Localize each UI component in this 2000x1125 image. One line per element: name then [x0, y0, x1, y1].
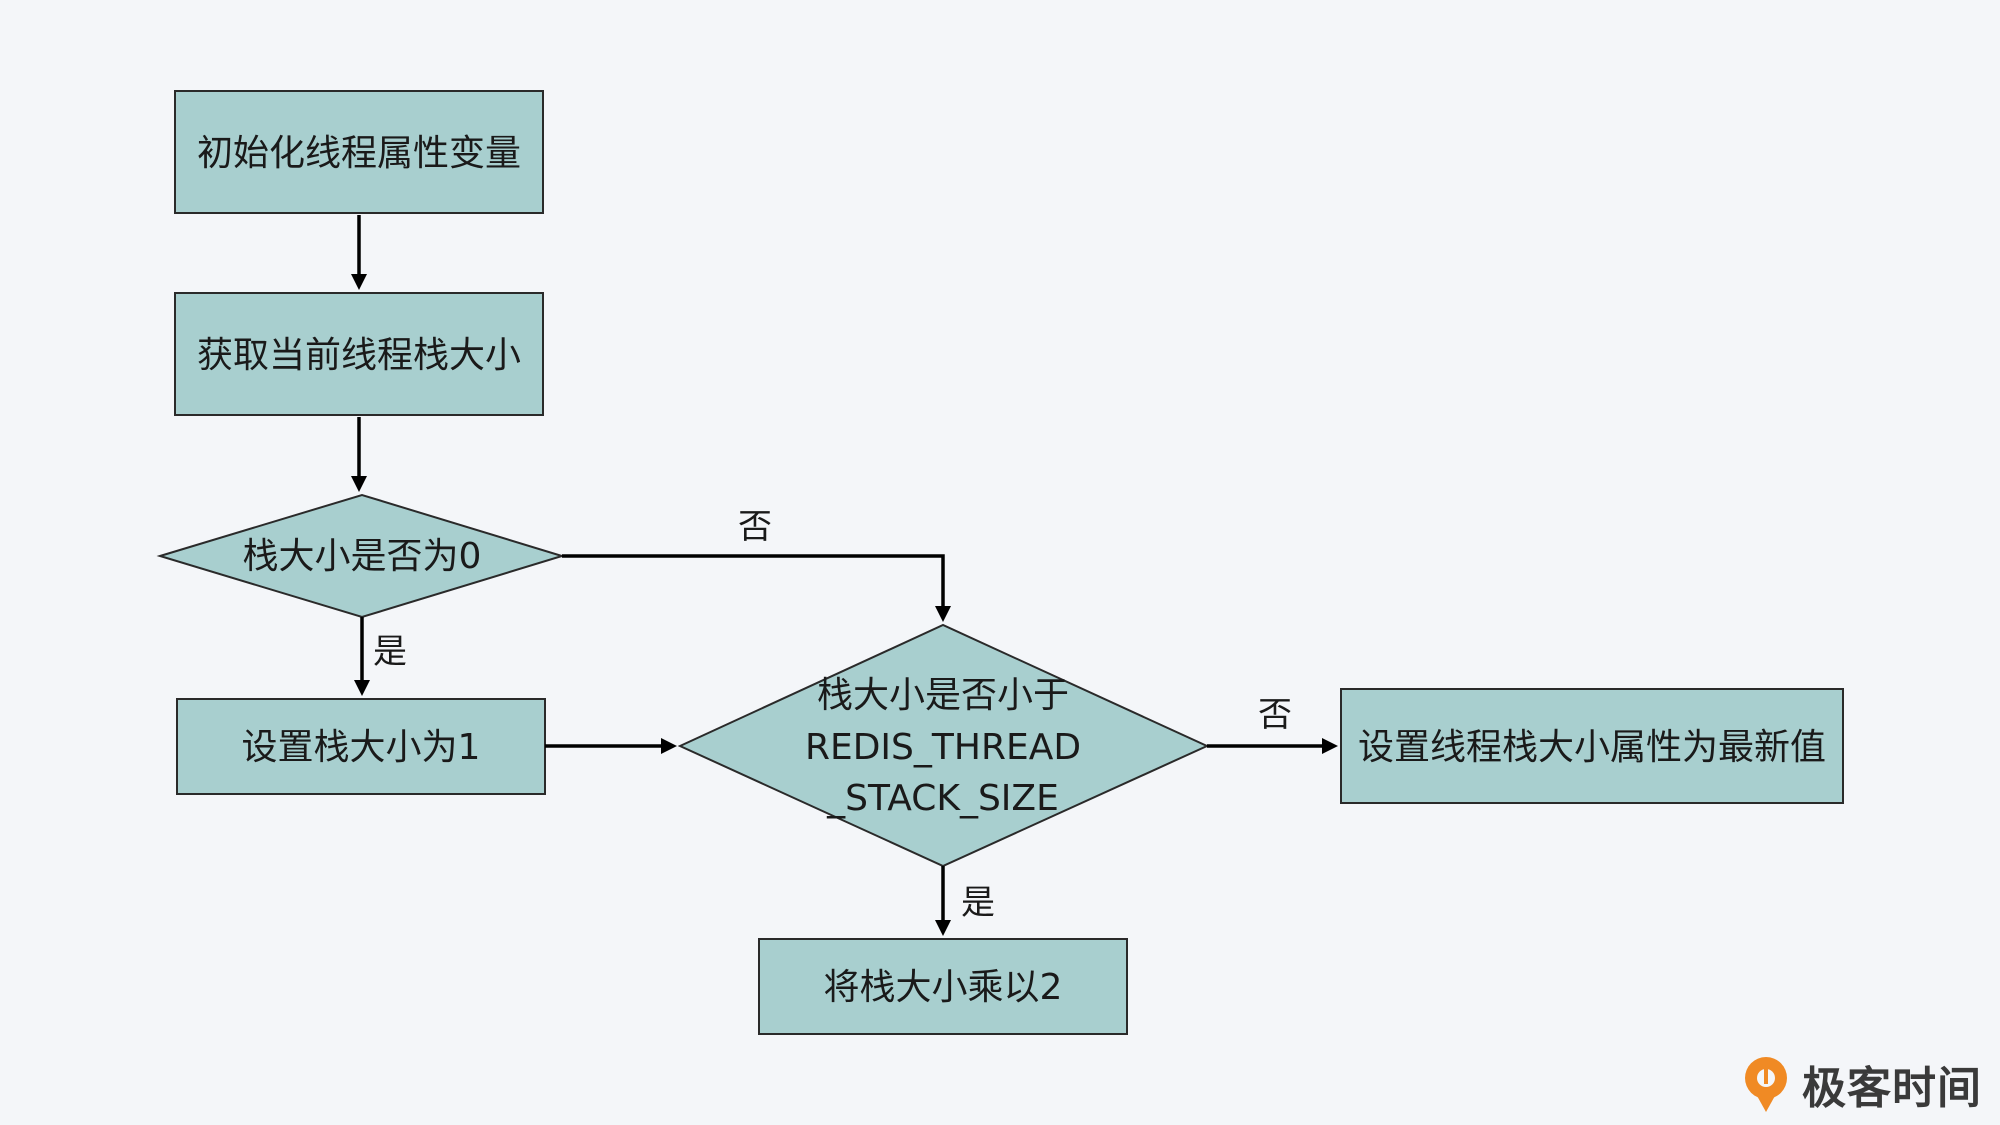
node-init-attr-label: 初始化线程属性变量 — [197, 133, 521, 174]
node-get-stack-label: 获取当前线程栈大小 — [197, 335, 521, 376]
decision-compare: 栈大小是否小于 REDIS_THREAD _STACK_SIZE — [677, 623, 1210, 868]
edge-compare-no: 否 — [1207, 695, 1338, 754]
decision-is-zero-label: 栈大小是否为0 — [243, 536, 482, 577]
brand-name: 极客时间 — [1802, 1063, 1982, 1114]
decision-compare-line1: 栈大小是否小于 — [817, 675, 1069, 716]
brand-logo: 极客时间 — [1742, 1052, 1982, 1116]
edge-get-to-zero — [351, 417, 367, 492]
edge-compare-no-label: 否 — [1258, 695, 1292, 735]
node-double-label: 将栈大小乘以2 — [824, 967, 1063, 1008]
geektime-logo-icon — [1745, 1057, 1787, 1112]
node-set-attr-label: 设置线程栈大小属性为最新值 — [1358, 727, 1826, 768]
decision-is-zero: 栈大小是否为0 — [156, 493, 566, 619]
node-double: 将栈大小乘以2 — [758, 938, 1128, 1035]
node-set-one-label: 设置栈大小为1 — [242, 727, 481, 768]
edge-compare-yes-label: 是 — [961, 883, 995, 923]
edge-zero-yes-label: 是 — [373, 632, 407, 672]
edge-zero-yes: 是 — [354, 617, 407, 696]
node-set-one: 设置栈大小为1 — [176, 698, 546, 795]
node-init-attr: 初始化线程属性变量 — [174, 90, 544, 214]
edge-compare-yes: 是 — [935, 866, 995, 936]
edge-init-to-get — [351, 215, 367, 290]
edge-zero-no: 否 — [562, 507, 951, 622]
node-get-stack: 获取当前线程栈大小 — [174, 292, 544, 416]
node-set-attr: 设置线程栈大小属性为最新值 — [1340, 688, 1844, 804]
decision-compare-line2: REDIS_THREAD — [805, 727, 1081, 768]
edge-one-to-compare — [545, 738, 677, 754]
edge-zero-no-label: 否 — [738, 507, 772, 547]
decision-compare-line3: _STACK_SIZE — [826, 778, 1059, 819]
